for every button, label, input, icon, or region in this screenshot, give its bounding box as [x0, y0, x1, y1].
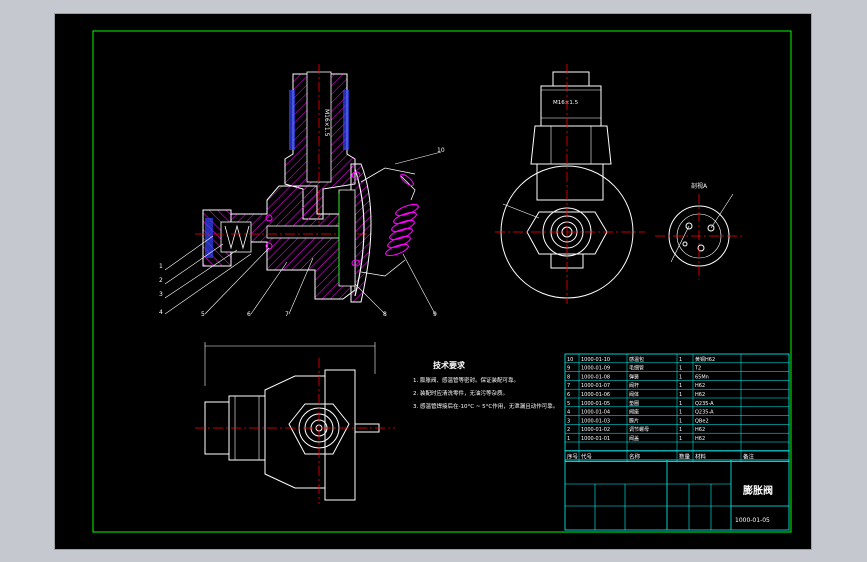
callout-8: 8 — [383, 311, 387, 318]
callout-9: 9 — [433, 311, 437, 318]
parts-cell: 2 — [567, 427, 570, 433]
callout-4: 4 — [159, 309, 163, 316]
parts-cell: 膜片 — [629, 417, 639, 424]
requirement-1: 1. 膨胀阀、感温管等密封。保证装配可靠。 — [413, 376, 519, 384]
parts-cell: 毛细管 — [629, 365, 644, 372]
parts-cell: 7 — [567, 383, 570, 389]
dimension-label: M16×1.5 — [323, 109, 330, 137]
parts-cell: Q235-A — [695, 410, 714, 416]
parts-cell: 1 — [679, 418, 682, 424]
parts-cell: 黄铜H62 — [695, 356, 715, 363]
requirement-3: 3. 感温管焊接后在-10°C ~ 5°C作用，无泄漏且动作可靠。 — [413, 402, 558, 410]
callout-6: 6 — [247, 311, 251, 318]
parts-cell: 1000-01-06 — [581, 392, 610, 398]
callout-5: 5 — [201, 311, 205, 318]
parts-cell: 阀杆 — [629, 382, 639, 389]
parts-cell: T2 — [694, 366, 701, 372]
parts-cell: 1000-01-03 — [581, 418, 610, 424]
parts-cell: 1 — [679, 392, 682, 398]
bottom-view — [195, 342, 395, 504]
title-block: 膨胀阀 1000-01-05 — [564, 459, 790, 531]
parts-cell: H62 — [695, 427, 705, 433]
detail-view: 剖视A — [655, 182, 745, 280]
front-view: M16×1.5 — [495, 64, 645, 304]
parts-cell: 阀盖 — [629, 435, 639, 442]
parts-cell: 8 — [567, 374, 570, 380]
parts-header: 数量 — [679, 453, 691, 461]
technical-drawing: M16×1.5 — [92, 30, 792, 533]
parts-cell: 1 — [679, 436, 682, 442]
technical-requirements: 技术要求 1. 膨胀阀、感温管等密封。保证装配可靠。 2. 装配时应清洗零件，无… — [413, 360, 558, 410]
parts-header: 备注 — [743, 453, 755, 461]
parts-cell: 1 — [679, 427, 682, 433]
parts-cell: 垫圈 — [629, 400, 639, 407]
parts-cell: 5 — [567, 401, 570, 407]
parts-cell: 1 — [679, 366, 682, 372]
parts-cell: 6 — [567, 392, 570, 398]
callout-10: 10 — [437, 147, 445, 154]
front-dimension-label: M16×1.5 — [553, 100, 579, 106]
callout-7: 7 — [285, 311, 289, 318]
parts-cell: H62 — [695, 392, 705, 398]
parts-cell: QBe2 — [695, 418, 709, 424]
parts-header: 代号 — [581, 453, 593, 461]
parts-cell: 1000-01-07 — [581, 383, 610, 389]
parts-cell: 调节螺母 — [629, 426, 649, 433]
parts-cell: 9 — [567, 366, 570, 372]
parts-header: 序号 — [567, 453, 579, 461]
callout-2: 2 — [159, 277, 163, 284]
parts-cell: 1 — [679, 383, 682, 389]
parts-cell: 1000-01-09 — [581, 366, 610, 372]
parts-header: 名称 — [629, 453, 641, 461]
parts-cell: 1000-01-02 — [581, 427, 610, 433]
parts-cell: Q235-A — [695, 401, 714, 407]
parts-cell: 4 — [567, 410, 570, 416]
parts-cell: 3 — [567, 418, 570, 424]
drawing-number: 1000-01-05 — [735, 517, 770, 524]
drawing-title: 膨胀阀 — [743, 484, 773, 497]
parts-cell: 感温包 — [629, 356, 644, 363]
section-view: M16×1.5 — [164, 64, 442, 315]
requirement-2: 2. 装配时应清洗零件，无油污等杂质。 — [413, 389, 508, 397]
parts-cell: 1 — [679, 410, 682, 416]
parts-cell: 65Mn — [695, 374, 709, 380]
parts-cell: 1000-01-04 — [581, 410, 610, 416]
callout-3: 3 — [159, 291, 163, 298]
parts-cell: 1 — [679, 374, 682, 380]
parts-cell: 1000-01-01 — [581, 436, 610, 442]
parts-cell: H62 — [695, 383, 705, 389]
parts-cell: 1 — [567, 436, 570, 442]
parts-cell: 阀体 — [629, 391, 639, 398]
parts-cell: 1000-01-08 — [581, 374, 610, 380]
section-label: 剖视A — [691, 182, 708, 190]
parts-cell: H62 — [695, 436, 705, 442]
parts-cell: 1 — [679, 401, 682, 407]
parts-header: 材料 — [695, 453, 707, 461]
parts-cell: 弹簧 — [629, 373, 639, 380]
requirements-heading: 技术要求 — [433, 360, 466, 370]
drawing-border — [92, 30, 792, 533]
parts-cell: 1000-01-05 — [581, 401, 610, 407]
parts-cell: 10 — [567, 357, 573, 363]
callout-1: 1 — [159, 263, 163, 270]
parts-cell: 1000-01-10 — [581, 357, 610, 363]
cad-viewport: M16×1.5 — [55, 14, 811, 549]
parts-cell: 1 — [679, 357, 682, 363]
parts-cell: 阀座 — [629, 409, 639, 416]
